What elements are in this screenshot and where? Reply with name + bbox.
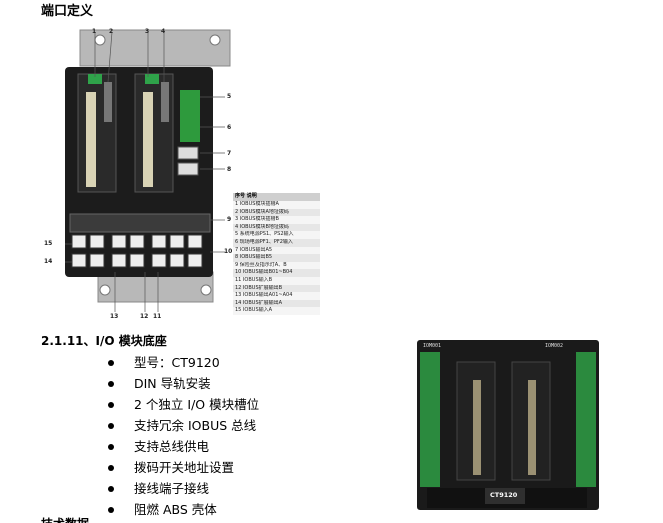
legend-row: 1 IOBUS模块插槽A	[233, 201, 320, 209]
callout-14: 14	[44, 258, 53, 265]
leader-lines	[65, 31, 225, 312]
callout-11: 11	[153, 313, 162, 320]
legend-row: 3 IOBUS模块插槽B	[233, 216, 320, 224]
legend-row: 4 IOBUS模块B地址拨码	[233, 223, 320, 232]
legend-row: 7 IOBUS输出A5	[233, 246, 320, 255]
legend-row: 2 IOBUS模块A地址拨码	[233, 208, 320, 217]
legend-row: 12 IOBUS扩展输出B	[233, 284, 320, 293]
mount-hole	[200, 284, 212, 296]
slot-a-dip	[88, 74, 102, 84]
callout-4: 4	[161, 28, 166, 35]
bullet-icon	[108, 465, 114, 471]
legend-row: 10 IOBUS输出B01~B04	[233, 269, 320, 277]
callout-8: 8	[227, 166, 232, 173]
iobus-out-b5	[177, 162, 199, 176]
bullet-icon	[108, 444, 114, 450]
callout-15: 15	[44, 240, 53, 247]
mount-hole	[94, 34, 106, 46]
callout-12: 12	[140, 313, 149, 320]
page-heading: 端口定义	[41, 4, 94, 19]
callout-5: 5	[227, 93, 232, 100]
feature-item: 支持总线供电	[108, 436, 259, 457]
legend-row: 15 IOBUS输入A	[233, 307, 320, 315]
feature-item: 支持冗余 IOBUS 总线	[108, 415, 259, 436]
section-heading: 2.1.11、I/O 模块底座	[41, 334, 167, 348]
photo-body	[417, 340, 599, 510]
top-mount-plate	[79, 29, 231, 67]
iobus-out-a5	[177, 146, 199, 160]
fuse-strip	[69, 213, 211, 233]
feature-item: 型号：CT9120	[108, 352, 259, 373]
bottom-connectors	[71, 234, 203, 268]
slot-a-dip-switch	[104, 82, 112, 122]
model-plate	[485, 488, 525, 504]
slot-b	[134, 73, 174, 193]
bullet-icon	[108, 360, 114, 366]
slot-b-photo-connector	[528, 380, 536, 475]
callout-1: 1	[92, 28, 97, 35]
mount-hole	[209, 34, 221, 46]
slot-a-connector	[86, 92, 96, 187]
feature-item: 阻燃 ABS 壳体	[108, 499, 259, 520]
legend-row: 14 IOBUS扩展输出A	[233, 299, 320, 308]
legend-row: 11 IOBUS输入B	[233, 276, 320, 285]
legend-row: 13 IOBUS输出A01~A04	[233, 292, 320, 300]
feature-list: 型号：CT9120 DIN 导轨安装 2 个独立 I/O 模块槽位 支持冗余 I…	[108, 352, 259, 520]
callout-9: 9	[227, 216, 232, 223]
callout-13: 13	[110, 313, 119, 320]
slot-label-left: IOM001	[423, 343, 442, 349]
feature-item: DIN 导轨安装	[108, 373, 259, 394]
slot-a-photo-connector	[473, 380, 481, 475]
legend-row: 5 系统电源PS1、PS2输入	[233, 231, 320, 239]
slot-label-right: IOM002	[545, 343, 564, 349]
legend-row: 8 IOBUS输出B5	[233, 254, 320, 262]
mount-hole	[99, 284, 111, 296]
callout-2: 2	[109, 28, 114, 35]
left-terminal-block	[420, 352, 440, 487]
feature-item: 2 个独立 I/O 模块槽位	[108, 394, 259, 415]
callout-3: 3	[145, 28, 150, 35]
callout-10: 10	[224, 248, 233, 255]
product-photo	[417, 340, 599, 510]
bullet-icon	[108, 507, 114, 513]
bullet-icon	[108, 402, 114, 408]
port-diagram	[65, 29, 231, 312]
bullet-icon	[108, 423, 114, 429]
bullet-icon	[108, 381, 114, 387]
callout-6: 6	[227, 124, 232, 131]
bullet-icon	[108, 486, 114, 492]
model-label: CT9120	[490, 491, 518, 499]
slot-b-dip-switch	[161, 82, 169, 122]
callout-7: 7	[227, 150, 232, 157]
slot-b-connector	[143, 92, 153, 187]
next-section-heading: 技术数据	[41, 515, 89, 523]
power-terminal	[180, 90, 200, 142]
legend-row: 9 保险丝及指示灯A、B	[233, 261, 320, 270]
slot-b-dip	[145, 74, 159, 84]
legend-row: 6 现场电源PF1、PF2输入	[233, 238, 320, 247]
legend-header: 序号 说明	[233, 193, 320, 201]
right-terminal-block	[576, 352, 596, 487]
port-legend-table: 序号 说明 1 IOBUS模块插槽A 2 IOBUS模块A地址拨码 3 IOBU…	[233, 193, 320, 315]
feature-item: 接线端子接线	[108, 478, 259, 499]
feature-item: 拨码开关地址设置	[108, 457, 259, 478]
